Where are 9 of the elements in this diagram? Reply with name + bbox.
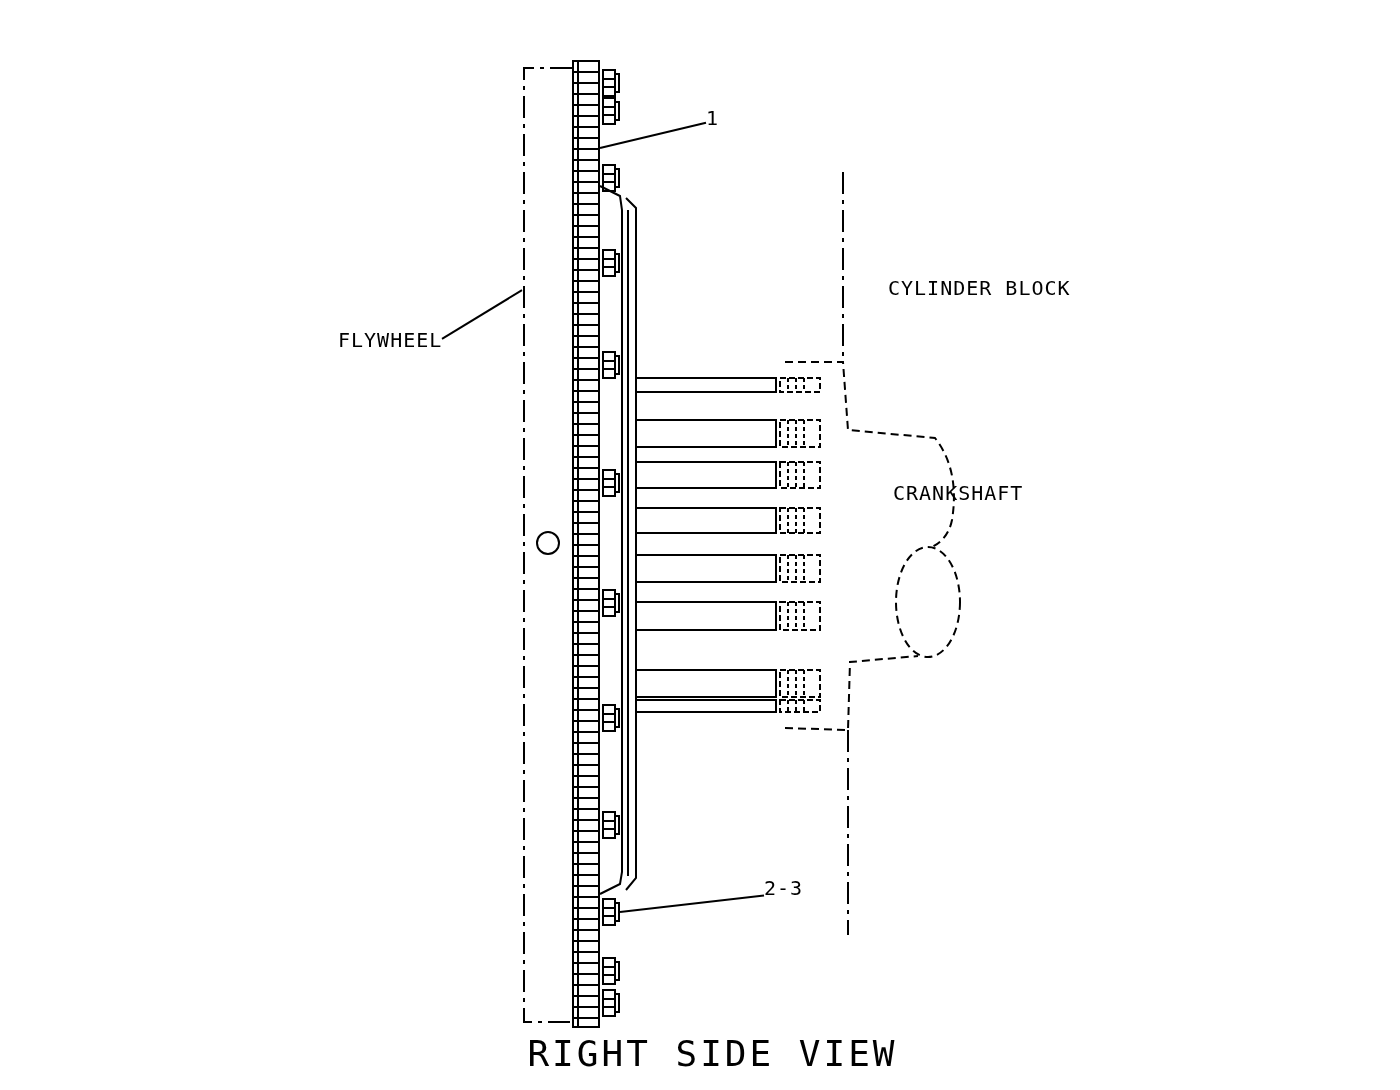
callout-label: 2-3 bbox=[764, 876, 804, 902]
callout-label: 1 bbox=[706, 106, 720, 130]
leader-line bbox=[619, 894, 765, 913]
leader-line bbox=[441, 289, 523, 340]
view-caption: RIGHT SIDE VIEW bbox=[527, 1033, 898, 1074]
part-label: CYLINDER BLOCK bbox=[888, 276, 1071, 300]
leader-line bbox=[599, 121, 707, 150]
part-label: CRANKSHAFT bbox=[893, 481, 1024, 505]
callout-label: FLYWHEEL bbox=[338, 328, 443, 352]
